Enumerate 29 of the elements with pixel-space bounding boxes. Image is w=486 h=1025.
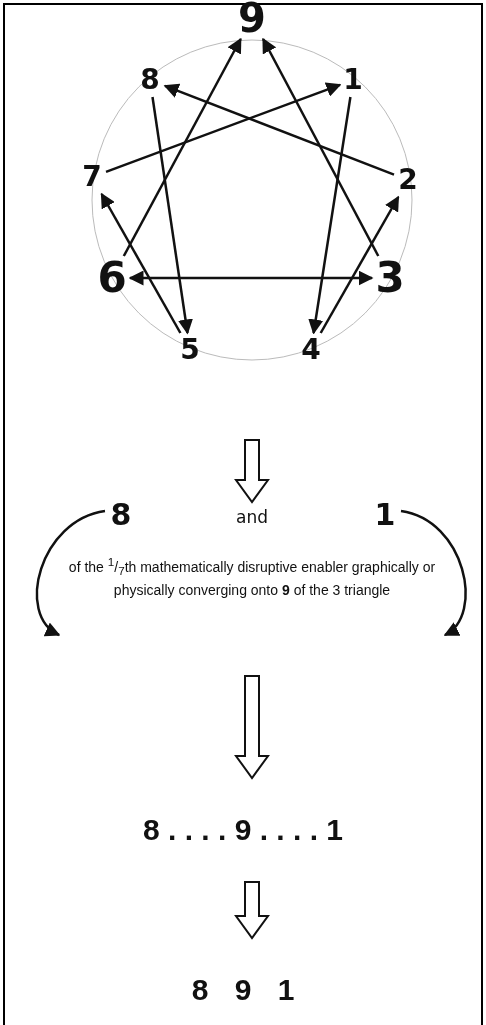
enneagram-point-number: 7: [81, 163, 103, 191]
enneagram-point-number: 8: [138, 66, 162, 94]
hollow-down-arrow: [234, 881, 270, 940]
curved-arrow: [400, 509, 467, 636]
enneagram-point-number: 1: [343, 66, 363, 94]
sequence-text: and: [232, 506, 272, 528]
arrow: [308, 96, 352, 335]
arrow: [163, 83, 395, 176]
enneagram-point-number: 5: [179, 336, 201, 364]
enneagram-point-number: 9: [237, 0, 267, 36]
description-text: of the $^{1}$/$_{7}$th mathematically disruptive enabler graphically or physically converging onto 9 of the 3 triangle: [62, 553, 442, 641]
hollow-down-arrow: [234, 439, 270, 504]
enneagram-point-number: 6: [97, 259, 127, 297]
enneagram-point-number: 2: [397, 166, 419, 194]
arrow: [105, 82, 342, 173]
sequence-text: 8 . . . . 9 . . . . 1: [118, 813, 368, 847]
sequence-text: 8: [109, 500, 133, 530]
arrow: [128, 270, 374, 286]
sequence-text: 1: [375, 500, 395, 530]
enneagram-point-number: 4: [300, 336, 322, 364]
arrow: [100, 192, 182, 334]
hollow-down-arrow: [234, 675, 270, 780]
arrow: [319, 195, 400, 334]
arrow: [151, 96, 193, 335]
sequence-text: 8 9 1: [178, 973, 308, 1007]
arrow: [262, 37, 380, 257]
enneagram-point-number: 3: [375, 259, 405, 297]
curved-arrow: [35, 509, 106, 637]
arrow: [122, 37, 242, 257]
